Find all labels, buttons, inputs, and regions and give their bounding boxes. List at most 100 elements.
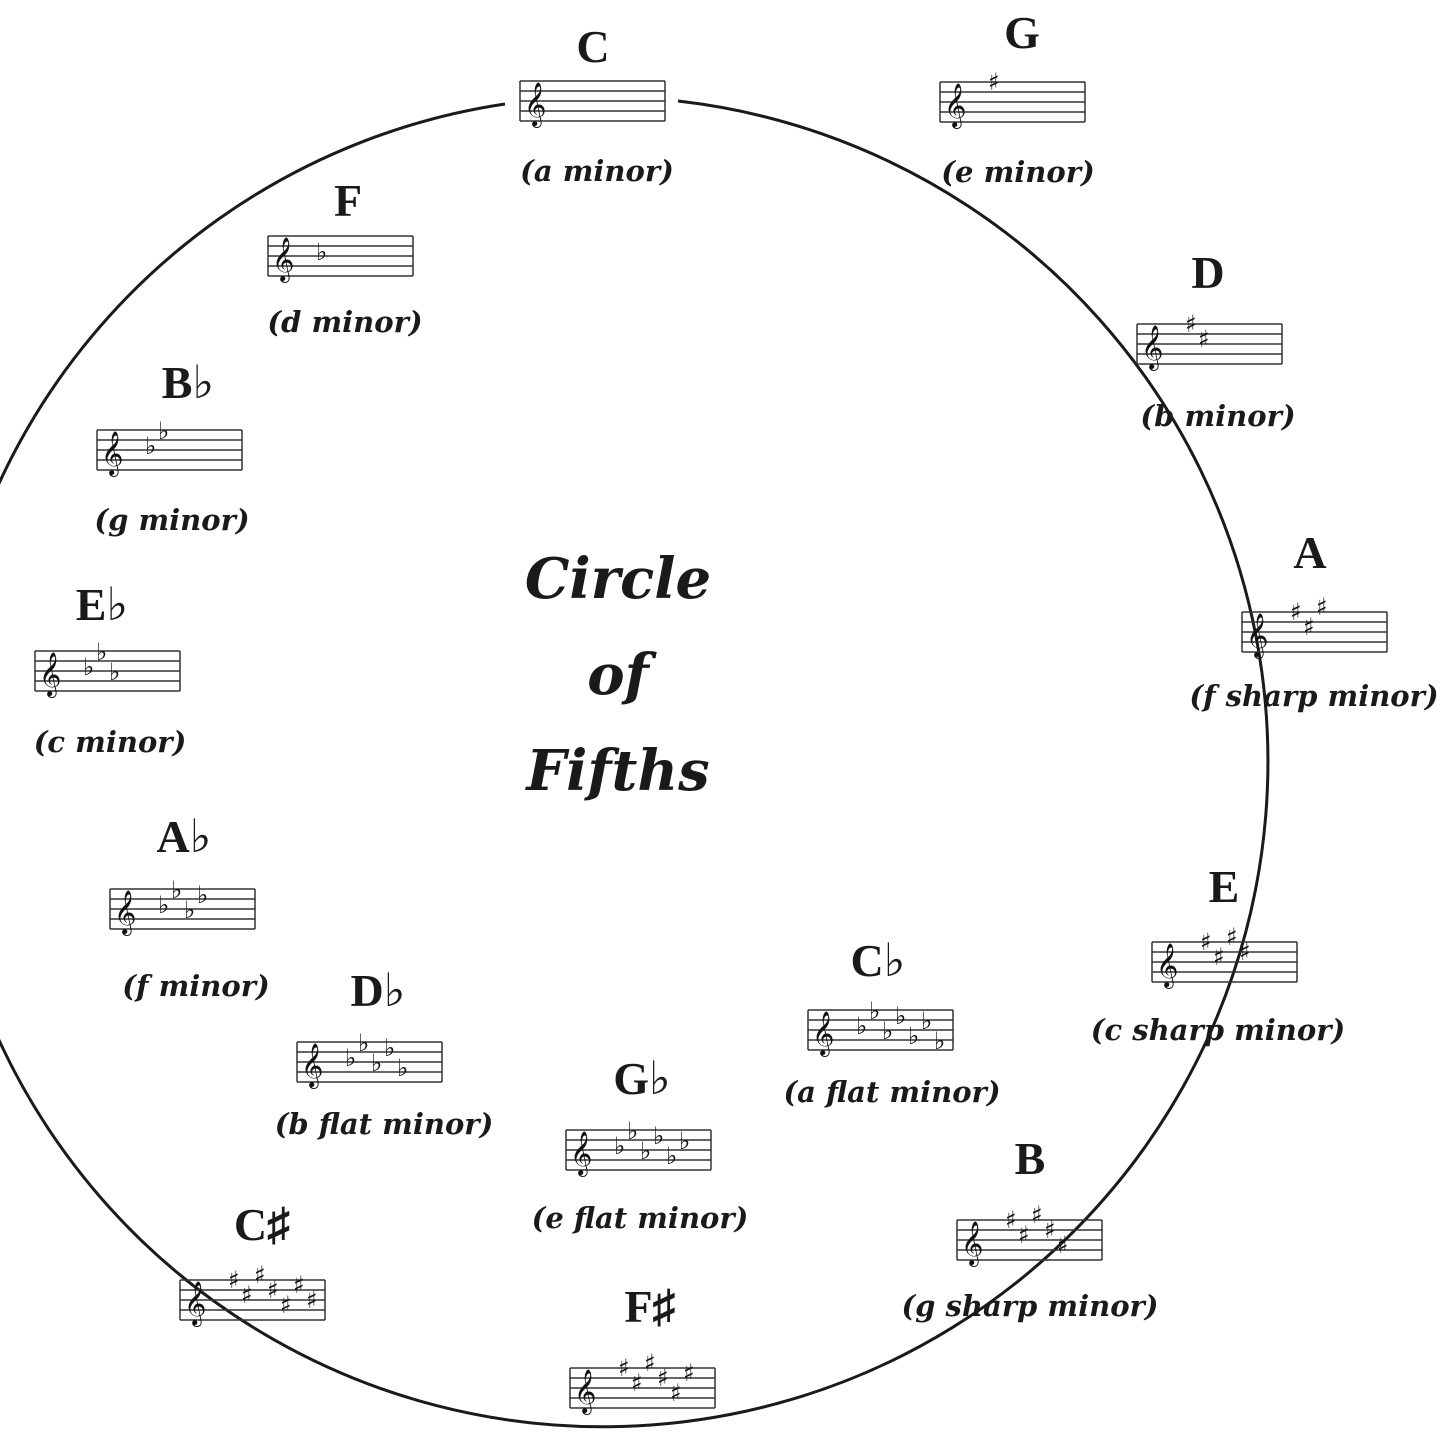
sharp-sign-icon: ♯ (631, 1369, 643, 1397)
flat-sign-icon: ♭ (171, 876, 182, 904)
key-c-flat: C♭ 𝄞♭♭♭♭♭♭♭ (a flat minor) (783, 935, 1000, 1109)
key-signature-staff: 𝄞♭♭♭♭♭♭♭ (807, 997, 954, 1057)
treble-clef-icon: 𝄞 (272, 237, 294, 283)
key-d-flat: D♭ 𝄞♭♭♭♭♭ (b flat minor) (275, 965, 494, 1141)
key-g-flat: G♭ 𝄞♭♭♭♭♭♭ (e flat minor) (532, 1053, 749, 1235)
sharp-sign-icon: ♯ (657, 1364, 669, 1392)
major-key-label: A♭ (157, 811, 212, 862)
key-e: E 𝄞♯♯♯♯ (c sharp minor) (1091, 861, 1345, 1047)
sharp-sign-icon: ♯ (1185, 310, 1197, 338)
sharp-sign-icon: ♯ (1213, 943, 1225, 971)
title-line-2: of (587, 642, 657, 708)
key-signature-staff: 𝄞♭♭♭♭♭♭ (565, 1117, 712, 1177)
flat-sign-icon: ♭ (640, 1137, 651, 1165)
sharp-sign-icon: ♯ (1031, 1201, 1043, 1229)
relative-minor-label: (f minor) (122, 969, 269, 1003)
flat-sign-icon: ♭ (934, 1027, 945, 1055)
flat-sign-icon: ♭ (653, 1122, 664, 1150)
treble-clef-icon: 𝄞 (1246, 613, 1268, 659)
major-key-label: F (334, 175, 362, 226)
key-d: D 𝄞♯♯ (b minor) (1136, 247, 1296, 433)
sharp-sign-icon: ♯ (280, 1291, 292, 1319)
sharp-sign-icon: ♯ (228, 1266, 240, 1294)
major-key-label: E (1209, 861, 1240, 912)
flat-sign-icon: ♭ (184, 896, 195, 924)
flat-sign-icon: ♭ (627, 1117, 638, 1145)
treble-clef-icon: 𝄞 (961, 1221, 983, 1267)
flat-sign-icon: ♭ (869, 997, 880, 1025)
flat-sign-icon: ♭ (371, 1049, 382, 1077)
key-f: F 𝄞♭ (d minor) (267, 175, 423, 339)
sharp-sign-icon: ♯ (644, 1349, 656, 1377)
flat-sign-icon: ♭ (145, 432, 156, 460)
sharp-sign-icon: ♯ (1316, 593, 1328, 621)
relative-minor-label: (e flat minor) (532, 1201, 749, 1235)
relative-minor-label: (c sharp minor) (1091, 1013, 1345, 1047)
sharp-sign-icon: ♯ (988, 68, 1000, 96)
key-signature-staff: 𝄞♭♭ (96, 417, 243, 477)
treble-clef-icon: 𝄞 (1156, 943, 1178, 989)
treble-clef-icon: 𝄞 (39, 652, 61, 698)
flat-sign-icon: ♭ (83, 653, 94, 681)
sharp-sign-icon: ♯ (254, 1261, 266, 1289)
sharp-sign-icon: ♯ (683, 1359, 695, 1387)
major-key-label: B (1015, 1133, 1046, 1184)
key-a-flat: A♭ 𝄞♭♭♭♭ (f minor) (109, 811, 270, 1003)
treble-clef-icon: 𝄞 (812, 1011, 834, 1057)
key-g: G 𝄞♯ (e minor) (939, 7, 1095, 189)
flat-sign-icon: ♭ (679, 1127, 690, 1155)
major-key-label: D♭ (351, 965, 406, 1016)
treble-clef-icon: 𝄞 (574, 1369, 596, 1415)
title-line-1: Circle (525, 546, 711, 612)
flat-sign-icon: ♭ (384, 1034, 395, 1062)
major-key-label: C♯ (234, 1199, 290, 1250)
major-key-label: E♭ (76, 579, 128, 630)
sharp-sign-icon: ♯ (1018, 1221, 1030, 1249)
flat-sign-icon: ♭ (614, 1132, 625, 1160)
sharp-sign-icon: ♯ (1290, 598, 1302, 626)
major-key-label: B♭ (162, 357, 214, 408)
sharp-sign-icon: ♯ (267, 1276, 279, 1304)
sharp-sign-icon: ♯ (306, 1286, 318, 1314)
relative-minor-label: (b flat minor) (275, 1107, 494, 1141)
relative-minor-label: (e minor) (941, 155, 1094, 189)
treble-clef-icon: 𝄞 (524, 82, 546, 128)
flat-sign-icon: ♭ (882, 1017, 893, 1045)
treble-clef-icon: 𝄞 (101, 431, 123, 477)
relative-minor-label: (a minor) (520, 154, 674, 188)
flat-sign-icon: ♭ (908, 1022, 919, 1050)
key-signature-staff: 𝄞♯♯♯♯ (1151, 923, 1298, 989)
sharp-sign-icon: ♯ (1226, 923, 1238, 951)
sharp-sign-icon: ♯ (241, 1281, 253, 1309)
flat-sign-icon: ♭ (197, 881, 208, 909)
key-signature-staff: 𝄞♯♯♯♯♯ (956, 1201, 1103, 1267)
sharp-sign-icon: ♯ (1303, 613, 1315, 641)
major-key-label: G (1004, 7, 1040, 58)
treble-clef-icon: 𝄞 (570, 1131, 592, 1177)
flat-sign-icon: ♭ (397, 1054, 408, 1082)
key-signature-staff: 𝄞♯ (939, 68, 1086, 129)
key-signature-staff: 𝄞 (519, 80, 666, 128)
key-b: B 𝄞♯♯♯♯♯ (g sharp minor) (901, 1133, 1158, 1323)
major-key-label: A (1293, 527, 1326, 578)
key-b-flat: B♭ 𝄞♭♭ (g minor) (94, 357, 249, 537)
major-key-label: C (576, 21, 609, 72)
flat-sign-icon: ♭ (109, 658, 120, 686)
relative-minor-label: (c minor) (34, 725, 187, 759)
key-c-sharp: C♯ 𝄞♯♯♯♯♯♯♯ (179, 1199, 326, 1327)
key-signature-staff: 𝄞♯♯♯♯♯♯ (569, 1349, 716, 1415)
treble-clef-icon: 𝄞 (1141, 325, 1163, 371)
sharp-sign-icon: ♯ (618, 1354, 630, 1382)
treble-clef-icon: 𝄞 (184, 1281, 206, 1327)
treble-clef-icon: 𝄞 (944, 83, 966, 129)
major-key-label: G♭ (613, 1053, 670, 1104)
flat-sign-icon: ♭ (856, 1012, 867, 1040)
key-signature-staff: 𝄞♭♭♭♭♭ (296, 1029, 443, 1089)
sharp-sign-icon: ♯ (670, 1379, 682, 1407)
sharp-sign-icon: ♯ (1239, 938, 1251, 966)
key-a: A 𝄞♯♯♯ (f sharp minor) (1189, 527, 1438, 713)
sharp-sign-icon: ♯ (1057, 1231, 1069, 1259)
flat-sign-icon: ♭ (666, 1142, 677, 1170)
flat-sign-icon: ♭ (895, 1002, 906, 1030)
flat-sign-icon: ♭ (316, 238, 327, 266)
